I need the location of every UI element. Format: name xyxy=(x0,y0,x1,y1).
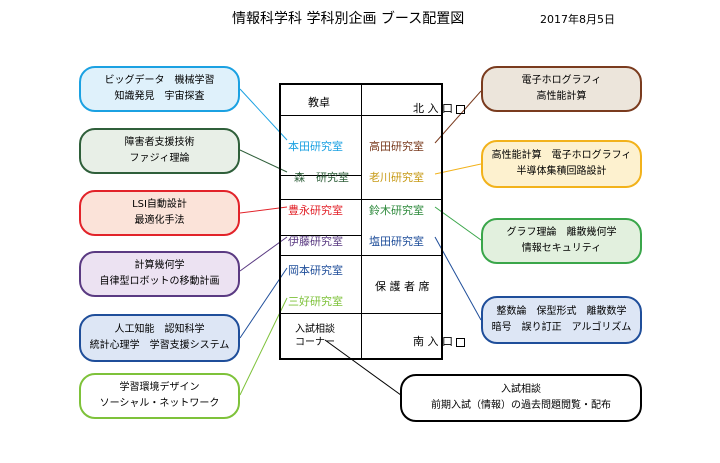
admission-corner-label-2: コーナー xyxy=(295,337,335,348)
lab-okamoto: 岡本研究室 xyxy=(288,264,343,277)
lab-oikawa: 老川研究室 xyxy=(369,171,424,184)
callout-miyoshi-topics: 学習環境デザイン ソーシャル・ネットワーク xyxy=(79,373,240,419)
callout-admission-consultation: 入試相談 前期入試（情報）の過去問題閲覧・配布 xyxy=(400,374,642,422)
callout-ito-topics: 計算幾何学 自律型ロボットの移動計画 xyxy=(79,251,240,297)
divider-line xyxy=(281,115,441,116)
north-entrance: 北 入 口 xyxy=(413,100,465,116)
divider-line xyxy=(281,235,361,236)
lab-ito: 伊藤研究室 xyxy=(288,235,343,248)
divider-line xyxy=(281,255,441,256)
leader-line-11 xyxy=(324,339,406,399)
lab-miyoshi: 三好研究室 xyxy=(288,295,343,308)
date-label: 2017年8月5日 xyxy=(540,13,615,26)
divider-line xyxy=(281,199,441,200)
lab-toyonaga: 豊永研究室 xyxy=(288,204,343,217)
admission-corner: 入試相談 コーナー xyxy=(295,323,335,349)
callout-okamoto-topics: 人工知能 認知科学 統計心理学 学習支援システム xyxy=(79,314,240,362)
callout-suzuki-topics: グラフ理論 離散幾何学 情報セキュリティ xyxy=(481,218,642,264)
callout-mori-topics: 障害者支援技術 ファジィ理論 xyxy=(79,128,240,174)
admission-corner-label-1: 入試相談 xyxy=(295,324,335,335)
lab-mori: 森 研究室 xyxy=(294,171,349,184)
lab-shiota: 塩田研究室 xyxy=(369,235,424,248)
booth-floor-plan: 教卓 北 入 口 本田研究室 森 研究室 豊永研究室 伊藤研究室 岡本研究室 三… xyxy=(279,83,465,360)
entrance-door-icon xyxy=(456,104,465,114)
north-entrance-label: 北 入 口 xyxy=(413,102,453,115)
page-title: 情報科学科 学科別企画 ブース配置図 xyxy=(232,11,465,27)
divider-line xyxy=(281,313,441,314)
lab-honda: 本田研究室 xyxy=(288,140,343,153)
center-divider xyxy=(361,85,362,358)
guardian-seats-label: 保 護 者 席 xyxy=(375,280,430,293)
south-entrance-label: 南 入 口 xyxy=(413,335,453,348)
callout-toyonaga-topics: LSI自動設計 最適化手法 xyxy=(79,190,240,236)
callout-takada-topics: 電子ホログラフィ 高性能計算 xyxy=(481,66,642,112)
lab-suzuki: 鈴木研究室 xyxy=(369,204,424,217)
entrance-door-icon xyxy=(456,337,465,347)
lab-takada: 高田研究室 xyxy=(369,140,424,153)
callout-shiota-topics: 整数論 保型形式 離散数学 暗号 誤り訂正 アルゴリズム xyxy=(481,296,642,344)
callout-honda-topics: ビッグデータ 機械学習 知識発見 宇宙探査 xyxy=(79,66,240,112)
callout-oikawa-topics: 高性能計算 電子ホログラフィ 半導体集積回路設計 xyxy=(481,140,642,188)
lecture-desk-label: 教卓 xyxy=(308,96,330,109)
south-entrance: 南 入 口 xyxy=(413,333,465,349)
divider-line xyxy=(281,175,361,176)
